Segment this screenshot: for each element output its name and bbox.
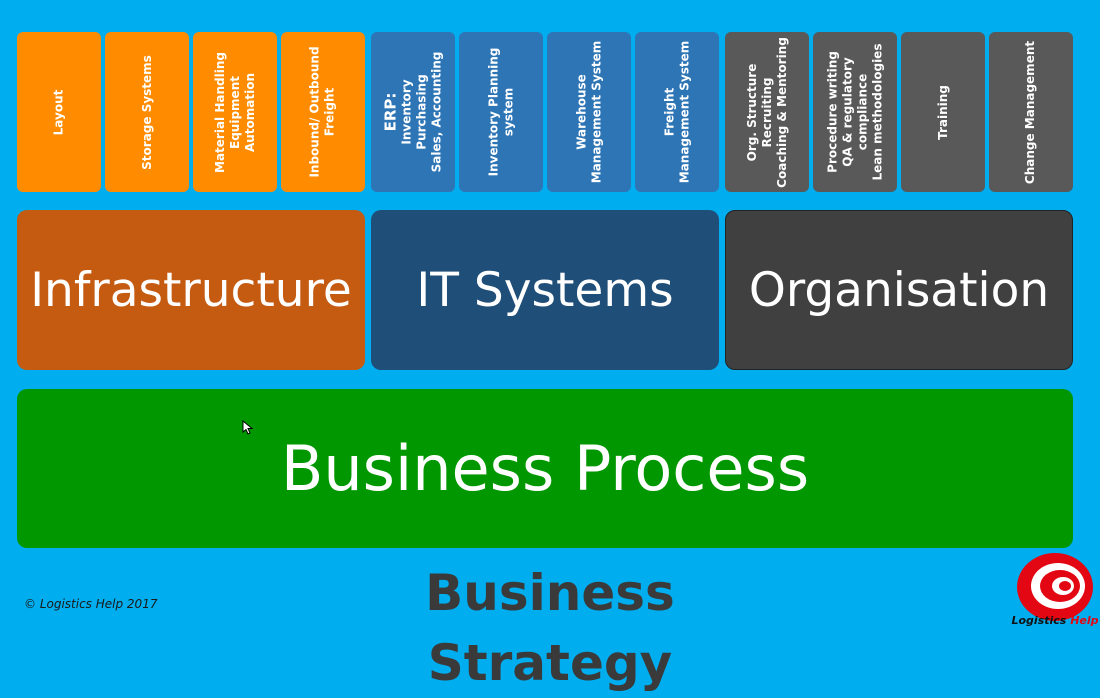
pillar-it-systems: IT Systems <box>371 210 719 370</box>
tile-label: Inventory <box>399 79 414 145</box>
business-strategy-title: Business Strategy <box>425 564 675 692</box>
tile-label: Freight <box>323 87 338 137</box>
tile-label: Lean methodologies <box>870 43 885 181</box>
tile-label: Automation <box>242 72 257 152</box>
tile-label: Sales, Accounting <box>429 51 444 173</box>
tile-label: Warehouse <box>574 74 588 150</box>
logo-accent: Help <box>1070 614 1099 627</box>
tile-freight-management: Freight Management System <box>635 32 719 192</box>
pillar-organisation: Organisation <box>725 210 1073 370</box>
tile-label: Training <box>935 84 950 140</box>
tile-label: Storage Systems <box>139 54 154 170</box>
tile-layout: Layout <box>17 32 101 192</box>
tile-inventory-planning: Inventory Planning system <box>459 32 543 192</box>
pillar-label: IT Systems <box>416 262 674 318</box>
tile-label: Layout <box>51 89 66 135</box>
pillar-label: Infrastructure <box>30 262 352 318</box>
tile-inbound-outbound-freight: Inbound/ Outbound Freight <box>281 32 365 192</box>
tile-label: Freight <box>662 87 676 137</box>
tile-label: Equipment <box>227 75 242 149</box>
logo-swirl-icon <box>1017 553 1093 621</box>
tile-label: Procedure writing <box>825 51 840 173</box>
logo-text: Logistics Help <box>1009 614 1100 627</box>
tile-label: Recruiting <box>759 76 774 148</box>
tile-erp: ERP: Inventory Purchasing Sales, Account… <box>371 32 455 192</box>
tile-storage-systems: Storage Systems <box>105 32 189 192</box>
tile-label: compliance <box>855 73 870 151</box>
tile-label: QA & regulatory <box>840 57 855 167</box>
tile-label: Management System <box>589 40 603 184</box>
pillar-label: Organisation <box>748 262 1050 318</box>
tile-change-management: Change Management <box>989 32 1073 192</box>
tile-warehouse-management: Warehouse Management System <box>547 32 631 192</box>
cursor-icon <box>242 420 254 435</box>
business-process-block: Business Process <box>17 389 1073 548</box>
logo-name: Logistics <box>1011 614 1067 627</box>
tile-label: Management System <box>677 40 691 184</box>
tile-label: Inbound/ Outbound <box>308 46 323 178</box>
tile-label: Coaching & Mentoring <box>774 36 789 188</box>
tile-label: Inventory Planning <box>486 47 500 177</box>
tile-training: Training <box>901 32 985 192</box>
tile-label: Material Handling <box>212 51 227 173</box>
tile-label: Org. Structure <box>744 63 759 161</box>
pillar-infrastructure: Infrastructure <box>17 210 365 370</box>
copyright-text: © Logistics Help 2017 <box>24 597 158 611</box>
tile-label: ERP: <box>381 92 400 132</box>
tile-material-handling: Material Handling Equipment Automation <box>193 32 277 192</box>
tile-org-structure: Org. Structure Recruiting Coaching & Men… <box>725 32 809 192</box>
tile-label: system <box>501 87 515 137</box>
tile-label: Change Management <box>1023 40 1038 184</box>
business-process-label: Business Process <box>280 432 810 505</box>
tile-procedure-writing: Procedure writing QA & regulatory compli… <box>813 32 897 192</box>
tile-label: Purchasing <box>414 74 429 150</box>
